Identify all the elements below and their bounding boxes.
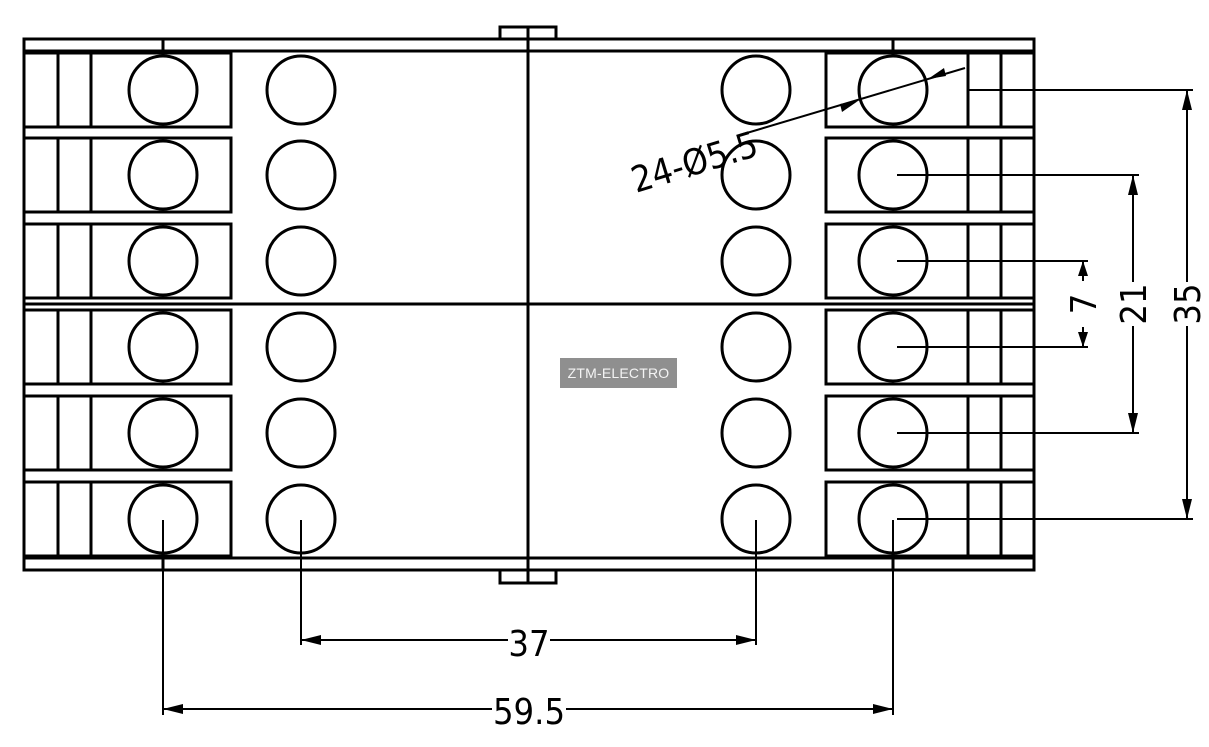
mounting-hole: [127, 54, 199, 126]
mounting-hole: [720, 397, 792, 469]
left-terminal-block: [22, 51, 233, 129]
left-terminal-block: [22, 480, 233, 558]
left-terminal-blocks: [22, 51, 233, 558]
dimension-35-label: 35: [1168, 283, 1209, 324]
left-terminal-block: [22, 308, 233, 386]
dimension-59-5: 59.5: [162, 520, 894, 733]
dimension-35: 35: [897, 89, 1209, 520]
watermark: ZTM-ELECTRO: [560, 358, 677, 388]
mounting-hole: [720, 139, 792, 211]
mounting-hole: [127, 397, 199, 469]
mounting-hole: [265, 54, 337, 126]
mounting-hole: [720, 311, 792, 383]
dimension-37-label: 37: [508, 624, 549, 665]
mounting-hole: [127, 139, 199, 211]
mounting-hole: [127, 311, 199, 383]
mounting-hole: [720, 54, 792, 126]
dimension-37: 37: [300, 520, 757, 665]
mounting-hole: [265, 397, 337, 469]
mounting-hole: [127, 225, 199, 297]
mounting-hole: [265, 139, 337, 211]
dimension-7-label: 7: [1064, 294, 1105, 315]
center-clips: [498, 25, 558, 585]
mounting-hole: [265, 225, 337, 297]
mounting-hole: [720, 225, 792, 297]
dimension-7: 7: [897, 260, 1105, 348]
dimension-21-label: 21: [1114, 283, 1155, 324]
left-terminal-block: [22, 136, 233, 214]
dimension-21: 21: [897, 174, 1155, 434]
left-terminal-block: [22, 222, 233, 300]
left-terminal-block: [22, 394, 233, 472]
dimension-59-5-label: 59.5: [493, 692, 565, 733]
mounting-hole: [265, 311, 337, 383]
